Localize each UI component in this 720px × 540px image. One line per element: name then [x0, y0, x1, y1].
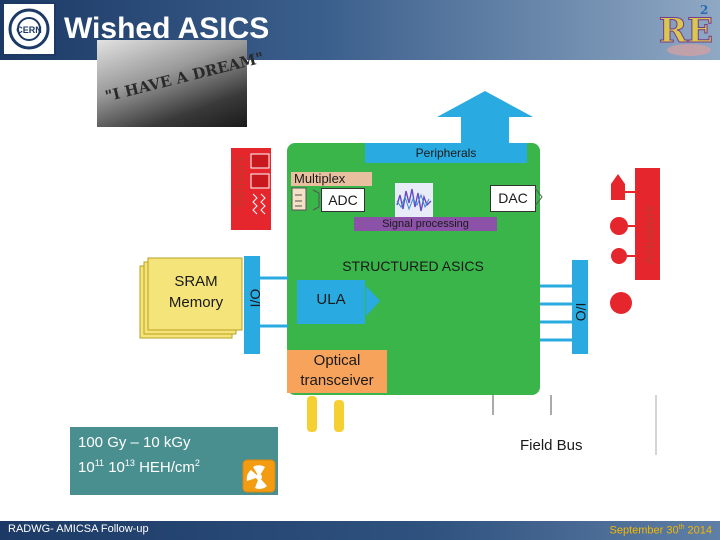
signal-plot [395, 183, 433, 217]
sram-label-line2: Memory [168, 294, 224, 311]
waveform-icon [396, 188, 432, 212]
page-title: Wished ASICS [64, 12, 270, 45]
slide-footer: RADWG- AMICSA Follow-up September 30th 2… [0, 521, 720, 540]
radiation-fluence-text: 1011 1013 HEH/cm2 [78, 458, 200, 476]
multiplexer-icon [291, 187, 320, 211]
optical-label-line2: transceiver [300, 372, 374, 389]
dac-block: DAC [490, 185, 536, 212]
peripherals-bar: Peripherals [365, 143, 527, 163]
footer-date: September 30th 2014 [609, 524, 712, 537]
radiation-dose-text: 100 Gy – 10 kGy [78, 434, 191, 451]
signal-processing-bar: Signal processing [354, 217, 497, 231]
sensors-label: Sensors [231, 156, 247, 208]
optical-label-line1: Optical [313, 352, 361, 369]
adc-block: ADC [321, 188, 365, 212]
field-bus-label: Field Bus [520, 437, 583, 454]
io-right-label: I/O [573, 302, 589, 322]
re-logo-icon: RE 2 [658, 3, 714, 56]
re-logo-text: RE [659, 11, 713, 51]
peripherals-arrow [437, 91, 533, 143]
sram-memory-label: SRAM Memory [150, 271, 242, 313]
radiation-levels-box: 100 Gy – 10 kGy 1011 1013 HEH/cm2 [70, 427, 278, 495]
structured-asics-label: STRUCTURED ASICS [342, 258, 484, 274]
ula-arrow-icon [366, 286, 380, 316]
cern-logo: CERN [2, 2, 56, 56]
optical-fibers-icon [307, 396, 344, 432]
io-left-bus [244, 256, 288, 354]
multiplex-label: Multiplex [291, 172, 372, 186]
actuators-label: Actuators [641, 205, 657, 265]
sram-memory-stack [139, 257, 243, 339]
io-right-bus [540, 260, 588, 354]
actuators-block [610, 168, 660, 314]
dream-photo: "I HAVE A DREAM" [97, 40, 266, 127]
svg-text:2: 2 [700, 3, 708, 17]
sram-label-line1: SRAM [174, 273, 218, 290]
cern-logo-text: CERN [16, 25, 42, 35]
radiation-hazard-icon [242, 459, 276, 493]
sensors-block [231, 148, 271, 230]
optical-transceiver-block: Optical transceiver [287, 350, 387, 393]
cern-logo-icon: CERN [8, 8, 50, 50]
field-bus-lines [492, 395, 657, 455]
dream-photo-caption: "I HAVE A DREAM" [103, 48, 266, 106]
footer-left-text: RADWG- AMICSA Follow-up [8, 523, 149, 535]
ula-block: ULA [297, 280, 365, 324]
re-logo: RE 2 [656, 0, 718, 60]
dac-output-icon [534, 187, 543, 207]
io-left-label: I/O [247, 288, 263, 308]
